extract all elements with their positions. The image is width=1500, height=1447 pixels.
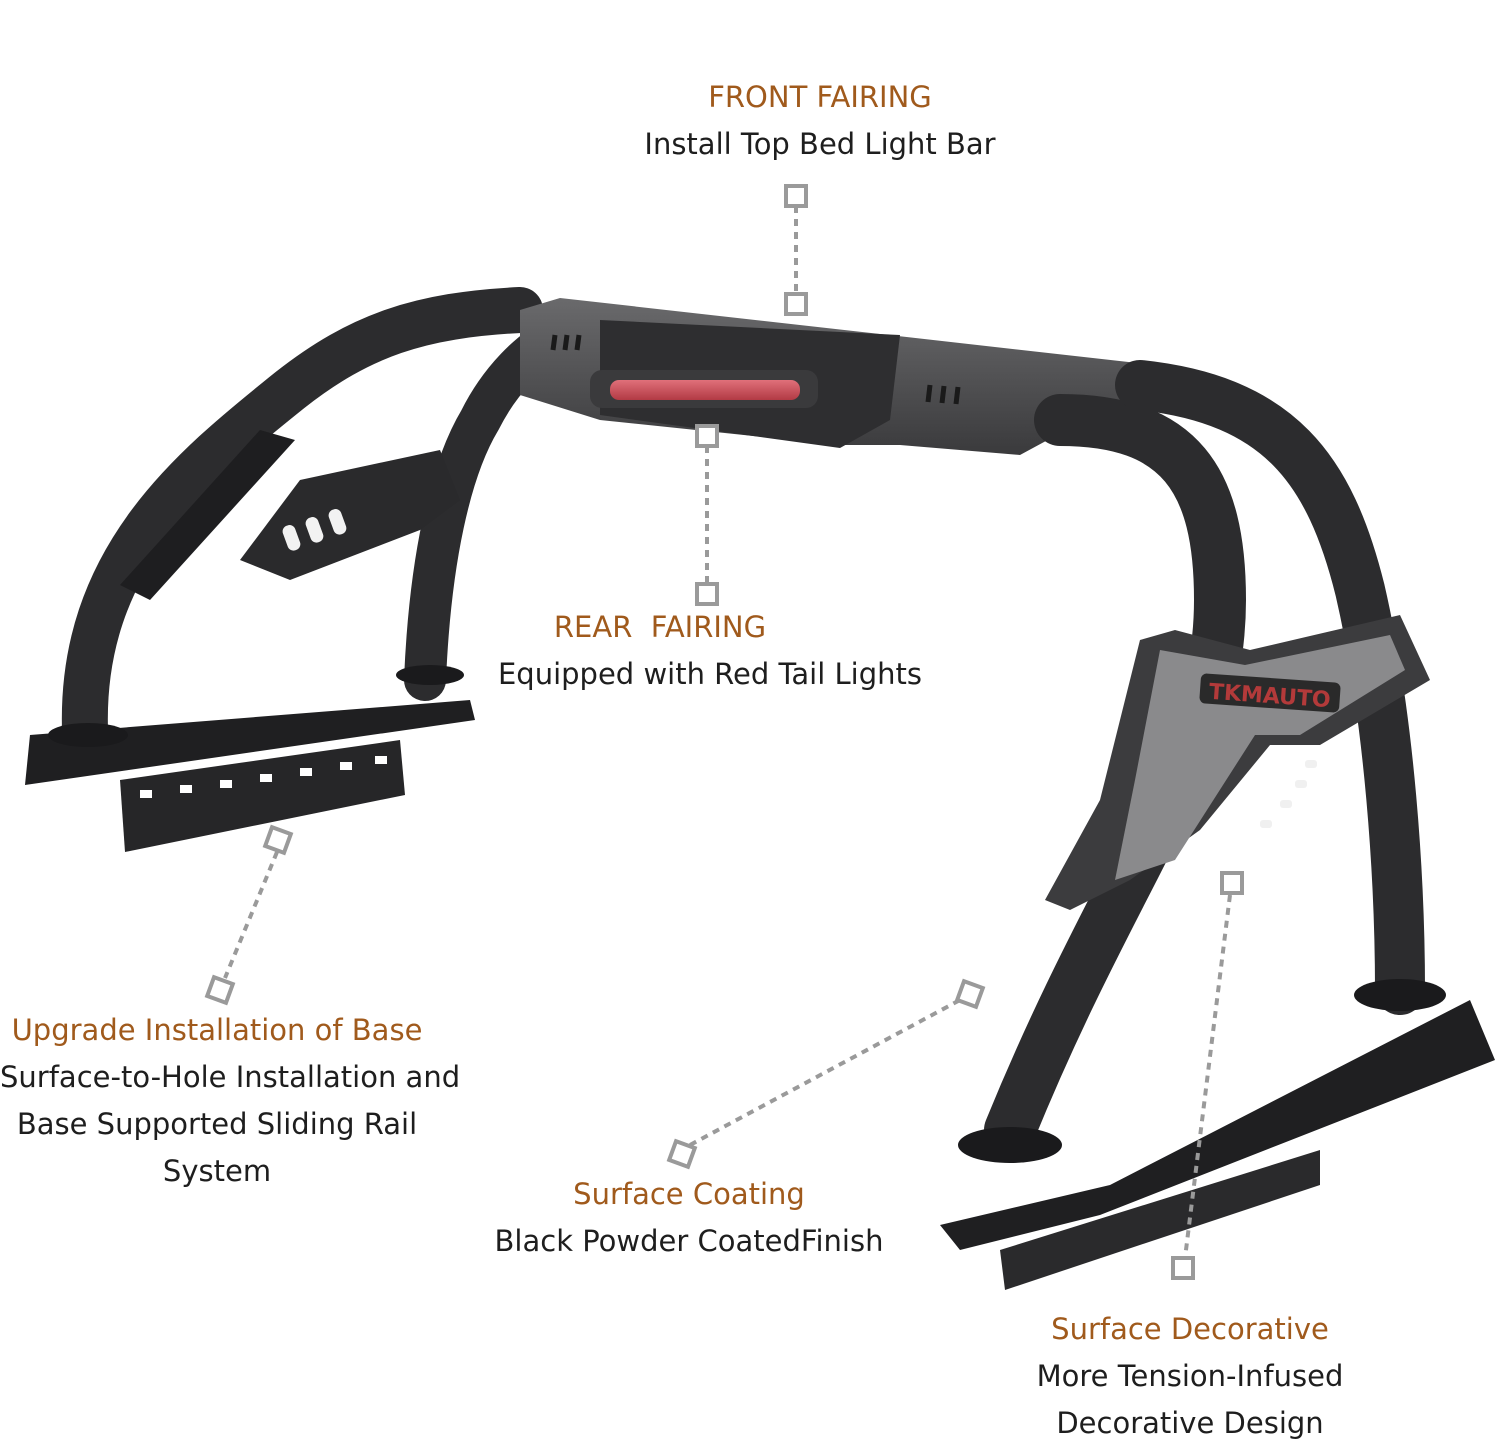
front-fairing-line: Install Top Bed Light Bar <box>644 127 996 161</box>
coating-desc: Black Powder CoatedFinish <box>470 1218 908 1265</box>
front-fairing-desc: Install Top Bed Light Bar <box>600 121 1040 168</box>
tail-light-bar <box>610 380 800 400</box>
base-line-2: Base Supported Sliding Rail <box>16 1107 418 1141</box>
rear-fairing-title: REAR FAIRING <box>553 610 767 644</box>
left-brace <box>120 430 460 600</box>
callout-front-fairing: FRONT FAIRING Install Top Bed Light Bar <box>600 74 1040 168</box>
callout-decorative: Surface Decorative More Tension-Infused … <box>1010 1306 1370 1447</box>
base-line-1: Surface-to-Hole Installation and <box>0 1060 461 1094</box>
callout-rear-fairing: REAR FAIRING Equipped with Red Tail Ligh… <box>470 604 950 698</box>
right-decor-bracket: TKMAUTO <box>1045 615 1430 910</box>
base-desc: Surface-to-Hole Installation and Base Su… <box>0 1054 461 1195</box>
right-base-plate <box>940 979 1495 1290</box>
rear-fairing-line: Equipped with Red Tail Lights <box>497 657 922 691</box>
decorative-line-1: More Tension-Infused <box>1036 1359 1344 1393</box>
rear-fairing-desc: Equipped with Red Tail Lights <box>470 651 950 698</box>
front-fairing-title: FRONT FAIRING <box>708 80 932 114</box>
base-title: Upgrade Installation of Base <box>11 1013 423 1047</box>
top-fairing <box>520 298 1155 455</box>
callout-connectors <box>223 206 1232 1259</box>
coating-title: Surface Coating <box>573 1177 805 1211</box>
decorative-title: Surface Decorative <box>1051 1312 1329 1346</box>
decorative-desc: More Tension-Infused Decorative Design <box>1010 1353 1370 1447</box>
base-line-3: System <box>162 1154 272 1188</box>
coating-line: Black Powder CoatedFinish <box>494 1224 884 1258</box>
callout-markers <box>204 184 1244 1280</box>
decorative-line-2: Decorative Design <box>1056 1406 1324 1440</box>
callout-base: Upgrade Installation of Base Surface-to-… <box>0 1007 461 1195</box>
callout-coating: Surface Coating Black Powder CoatedFinis… <box>470 1171 908 1265</box>
left-base-plate <box>25 665 475 852</box>
